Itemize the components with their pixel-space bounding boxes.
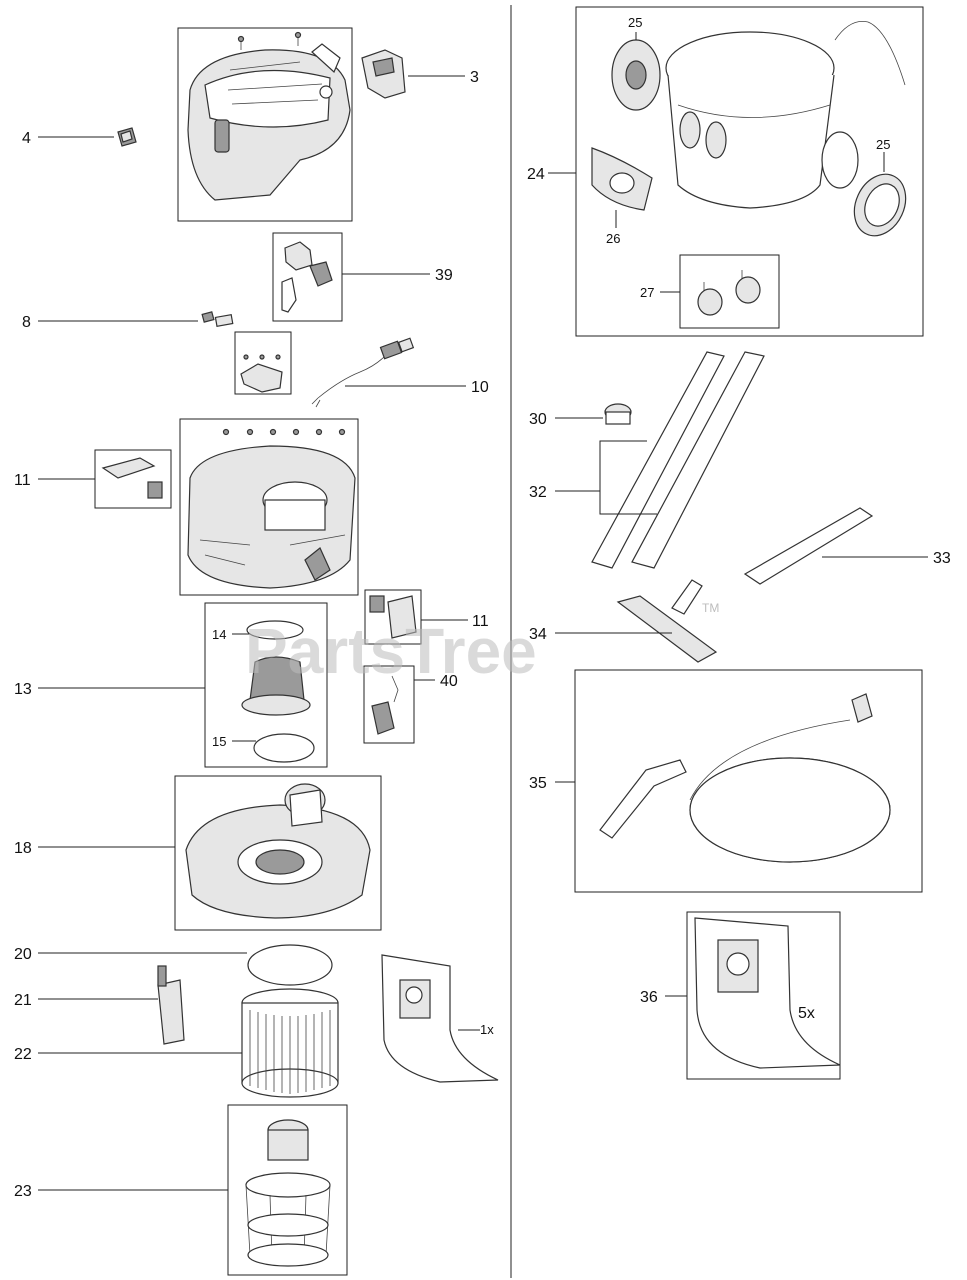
callout-33: 33 [933,550,951,567]
caster-cover-part[interactable] [591,147,653,211]
callout-25-top: 25 [628,15,642,30]
housing-screws [237,31,302,50]
callout-10: 10 [471,379,489,396]
callout-32: 32 [529,484,547,501]
callout-40: 40 [440,673,458,690]
floor-nozzle-part[interactable] [616,579,718,663]
brush-holder-part[interactable] [240,354,283,393]
crevice-tool-part[interactable] [743,507,874,585]
callout-39: 39 [435,267,453,284]
callout-27: 27 [640,285,654,300]
callout-26: 26 [606,231,620,246]
suction-hose-part[interactable] [599,693,891,863]
top-housing-part[interactable] [187,43,351,201]
callout-34: 34 [529,626,547,643]
watermark-text: PartsTree [245,615,537,687]
filter-bag-pack-part[interactable] [694,917,841,1069]
callout-15: 15 [212,734,226,749]
callout-35: 35 [529,775,547,792]
filter-cover-part-right[interactable] [369,595,417,639]
callout-13: 13 [14,681,32,698]
callout-4: 4 [22,130,31,147]
callout-14: 14 [212,627,226,642]
callout-11-right: 11 [472,613,489,630]
bag-qty-1x: 1x [480,1022,494,1037]
filter-cover-part-left[interactable] [101,457,163,499]
wheel-cover-part-top[interactable] [611,39,661,111]
cover-clip-part[interactable] [361,49,406,99]
caster-part[interactable] [697,270,761,316]
switch-bracket-part[interactable] [281,241,333,313]
power-cord-part[interactable] [311,337,415,408]
clip-part[interactable] [157,965,185,1045]
callout-25-right: 25 [876,137,890,152]
carbon-brush-part[interactable] [201,311,234,328]
callout-24: 24 [527,166,545,183]
callout-23: 23 [14,1183,32,1200]
cartridge-filter-part[interactable] [241,988,339,1098]
callout-22: 22 [14,1046,32,1063]
callout-36: 36 [640,989,658,1006]
cover-screws-row [222,428,346,436]
callout-30: 30 [529,411,547,428]
filter-cage-part[interactable] [245,1119,331,1267]
filter-bag-single-part[interactable] [381,954,499,1083]
wheel-cover-part-right[interactable] [845,166,916,244]
callout-18: 18 [14,840,32,857]
handle-wire-part[interactable] [834,21,906,86]
watermark-tm: TM [702,601,719,615]
callout-21: 21 [14,992,32,1009]
bag-qty-5x: 5x [798,1005,815,1022]
float-switch-part[interactable] [371,675,399,735]
filter-housing-part[interactable] [185,783,371,919]
hose-clamp-part[interactable] [604,403,632,425]
motor-part[interactable] [241,620,315,763]
callout-20: 20 [14,946,32,963]
part-11-left-box [94,449,172,509]
callout-3: 3 [470,69,479,86]
rocker-switch-part[interactable] [117,127,137,147]
caster-box [679,254,780,329]
motor-cover-part[interactable] [187,445,356,589]
callout-8: 8 [22,314,31,331]
tank-part[interactable] [665,31,859,209]
gasket-ring-part[interactable] [247,944,333,986]
bracket-32 [599,440,657,515]
callout-11-left: 11 [14,472,31,489]
extension-tube-part-right[interactable] [631,351,765,569]
